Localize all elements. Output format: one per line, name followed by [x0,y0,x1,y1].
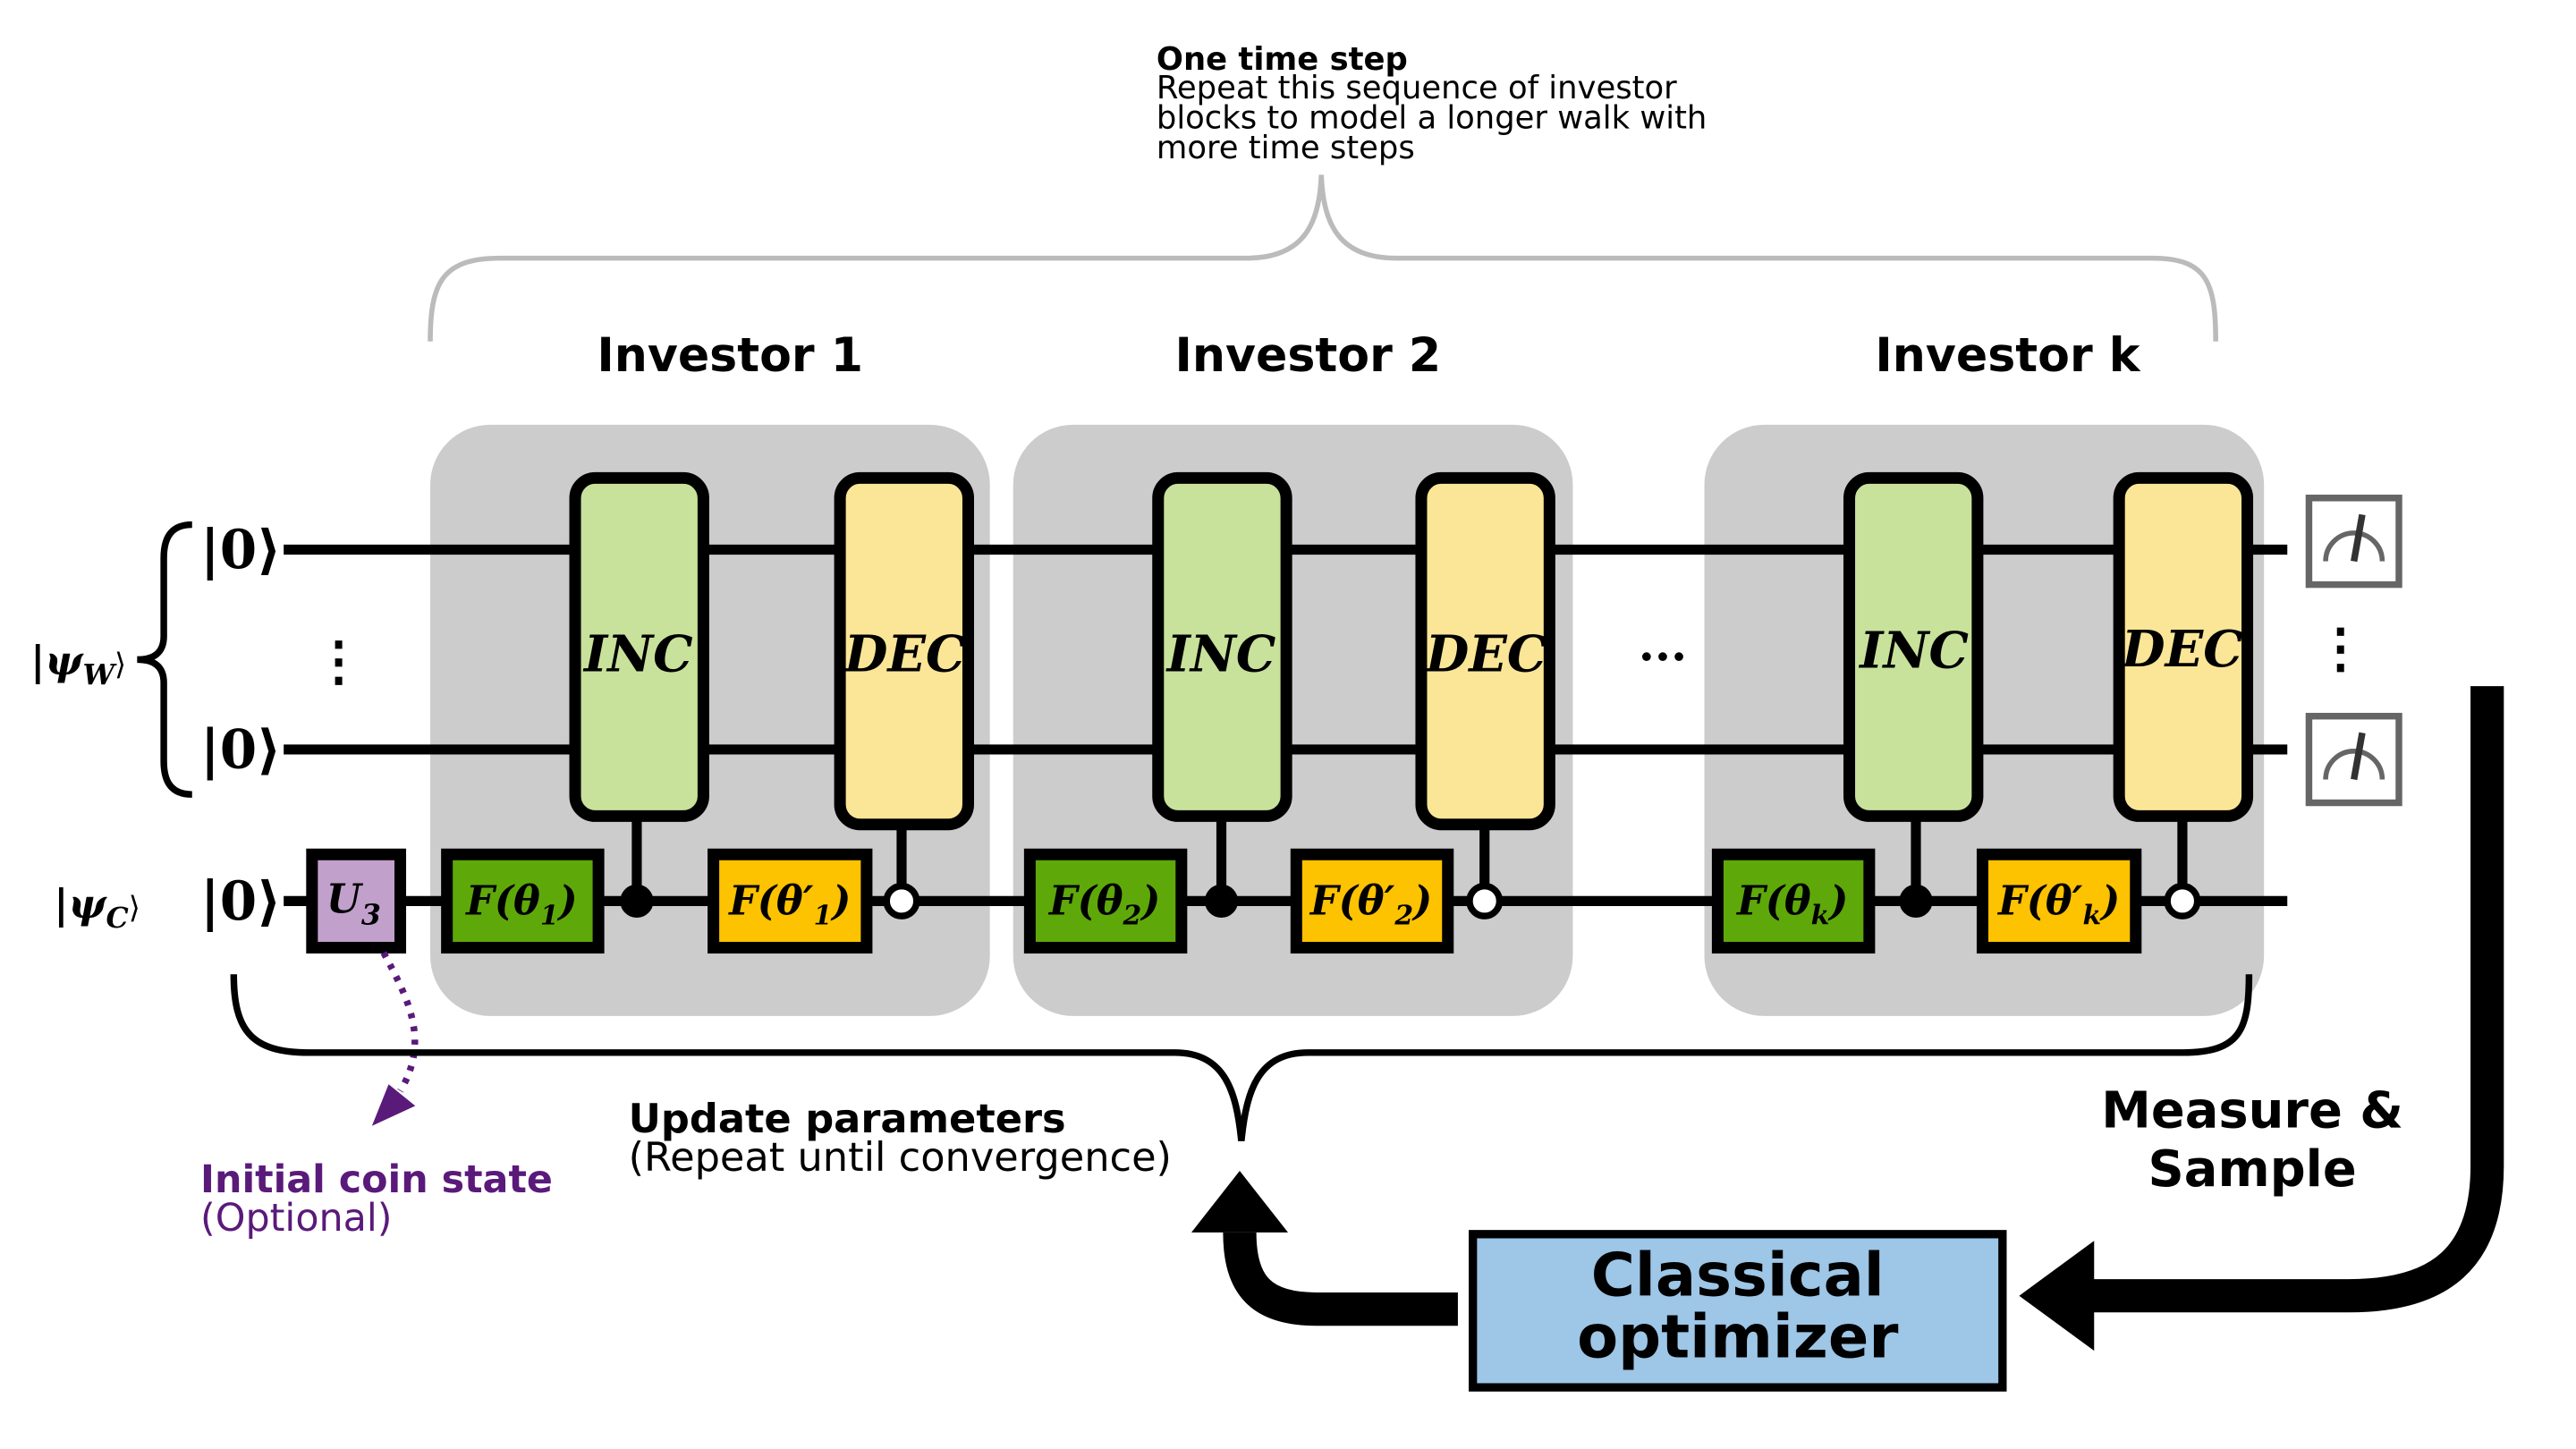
investor-1-f-theta-prime-label: F(θ′1) [727,877,851,931]
measurement-vdots: ⋮ [2314,617,2368,680]
investor-1-inc-label: INC [582,625,693,683]
investor-2-f-theta-prime-label: F(θ′2) [1309,877,1432,931]
investor-2-f-theta-gate [1023,848,1188,954]
measure-to-optimizer-arrow [2085,686,2504,1313]
time-step-line2: blocks to model a longer walk with [1157,99,1707,136]
coin-register-label: |ψC⟩ [54,880,140,935]
investor-k-control-dot [1899,884,1933,918]
investor-2-anticontrol-dot [1466,882,1504,919]
investor-1-anticontrol-dot [883,882,920,919]
optimizer-label-line1: Classical [1591,1241,1885,1310]
investor-2-f-theta-prime-gate [1290,848,1454,954]
investor-2-f-theta-label: F(θ2) [1047,877,1161,931]
coin-note-title: Initial coin state [200,1157,553,1202]
optimizer-to-update-arrow [1223,1232,1458,1326]
investor-hdots: ··· [1639,630,1687,684]
investor-k-f-theta-label: F(θk) [1735,877,1848,931]
coin-note-arrow [380,951,419,1093]
investor-2-title: Investor 2 [1174,329,1441,383]
time-step-brace [428,174,2218,342]
meter-icon-top [2305,495,2402,589]
investor-2-inc-gate [1152,471,1292,822]
walker-vdots: ⋮ [312,631,366,693]
investor-1-f-theta-prime-gate [708,848,873,954]
u3-gate-label: U3 [326,875,381,931]
investor-2-control-dot [1204,884,1239,918]
u3-gate [306,848,407,954]
walker-register-brace [137,521,192,798]
investor-2-dec-label: DEC [1424,625,1546,683]
investor-1-dec-label: DEC [843,625,965,683]
investor-2-inc-label: INC [1165,625,1276,683]
update-subtitle: (Repeat until convergence) [629,1134,1172,1181]
investor-1-inc-gate [569,471,709,822]
time-step-title: One time step [1157,41,1408,78]
investor-k-title: Investor k [1875,329,2140,383]
investor-k-dec-label: DEC [2120,621,2242,679]
meter-icon-bottom [2305,712,2402,807]
measure-to-optimizer-arrowhead [2019,1241,2095,1352]
investor-1-dec-gate [834,471,974,831]
update-brace [230,974,2253,1141]
investor-1-control-dot [620,884,654,918]
investor-k-f-theta-prime-label: F(θ′k) [1996,877,2120,931]
investor-2-dec-gate [1415,471,1555,831]
classical-optimizer-box [1469,1230,2007,1392]
investor-k-f-theta-gate [1711,848,1876,954]
walker-register-label: |ψW⟩ [30,637,126,691]
optimizer-to-update-arrowhead [1191,1171,1288,1233]
investor-k-inc-gate [1843,471,1984,822]
investor-1-title: Investor 1 [597,329,863,383]
coin-note-subtitle: (Optional) [200,1196,392,1241]
investor-k-anticontrol-dot [2164,882,2201,919]
optimizer-label-line2: optimizer [1577,1302,1898,1372]
investor-1-f-theta-gate [441,848,605,954]
coin-note-arrowhead [371,1084,416,1126]
investor-1-f-theta-label: F(θ1) [464,877,578,931]
measure-label-line1: Measure & [2101,1082,2403,1140]
ket-zero-walker-bottom: |0⟩ [200,718,281,781]
measure-label-line2: Sample [2148,1140,2357,1199]
investor-k-f-theta-prime-gate [1976,848,2142,954]
ket-zero-coin: |0⟩ [200,870,281,933]
time-step-line1: Repeat this sequence of investor [1157,70,1677,106]
update-title: Update parameters [629,1096,1066,1142]
ket-zero-walker-top: |0⟩ [200,519,281,581]
time-step-line3: more time steps [1157,130,1415,166]
investor-k-inc-label: INC [1858,623,1969,681]
investor-k-dec-gate [2113,471,2254,822]
